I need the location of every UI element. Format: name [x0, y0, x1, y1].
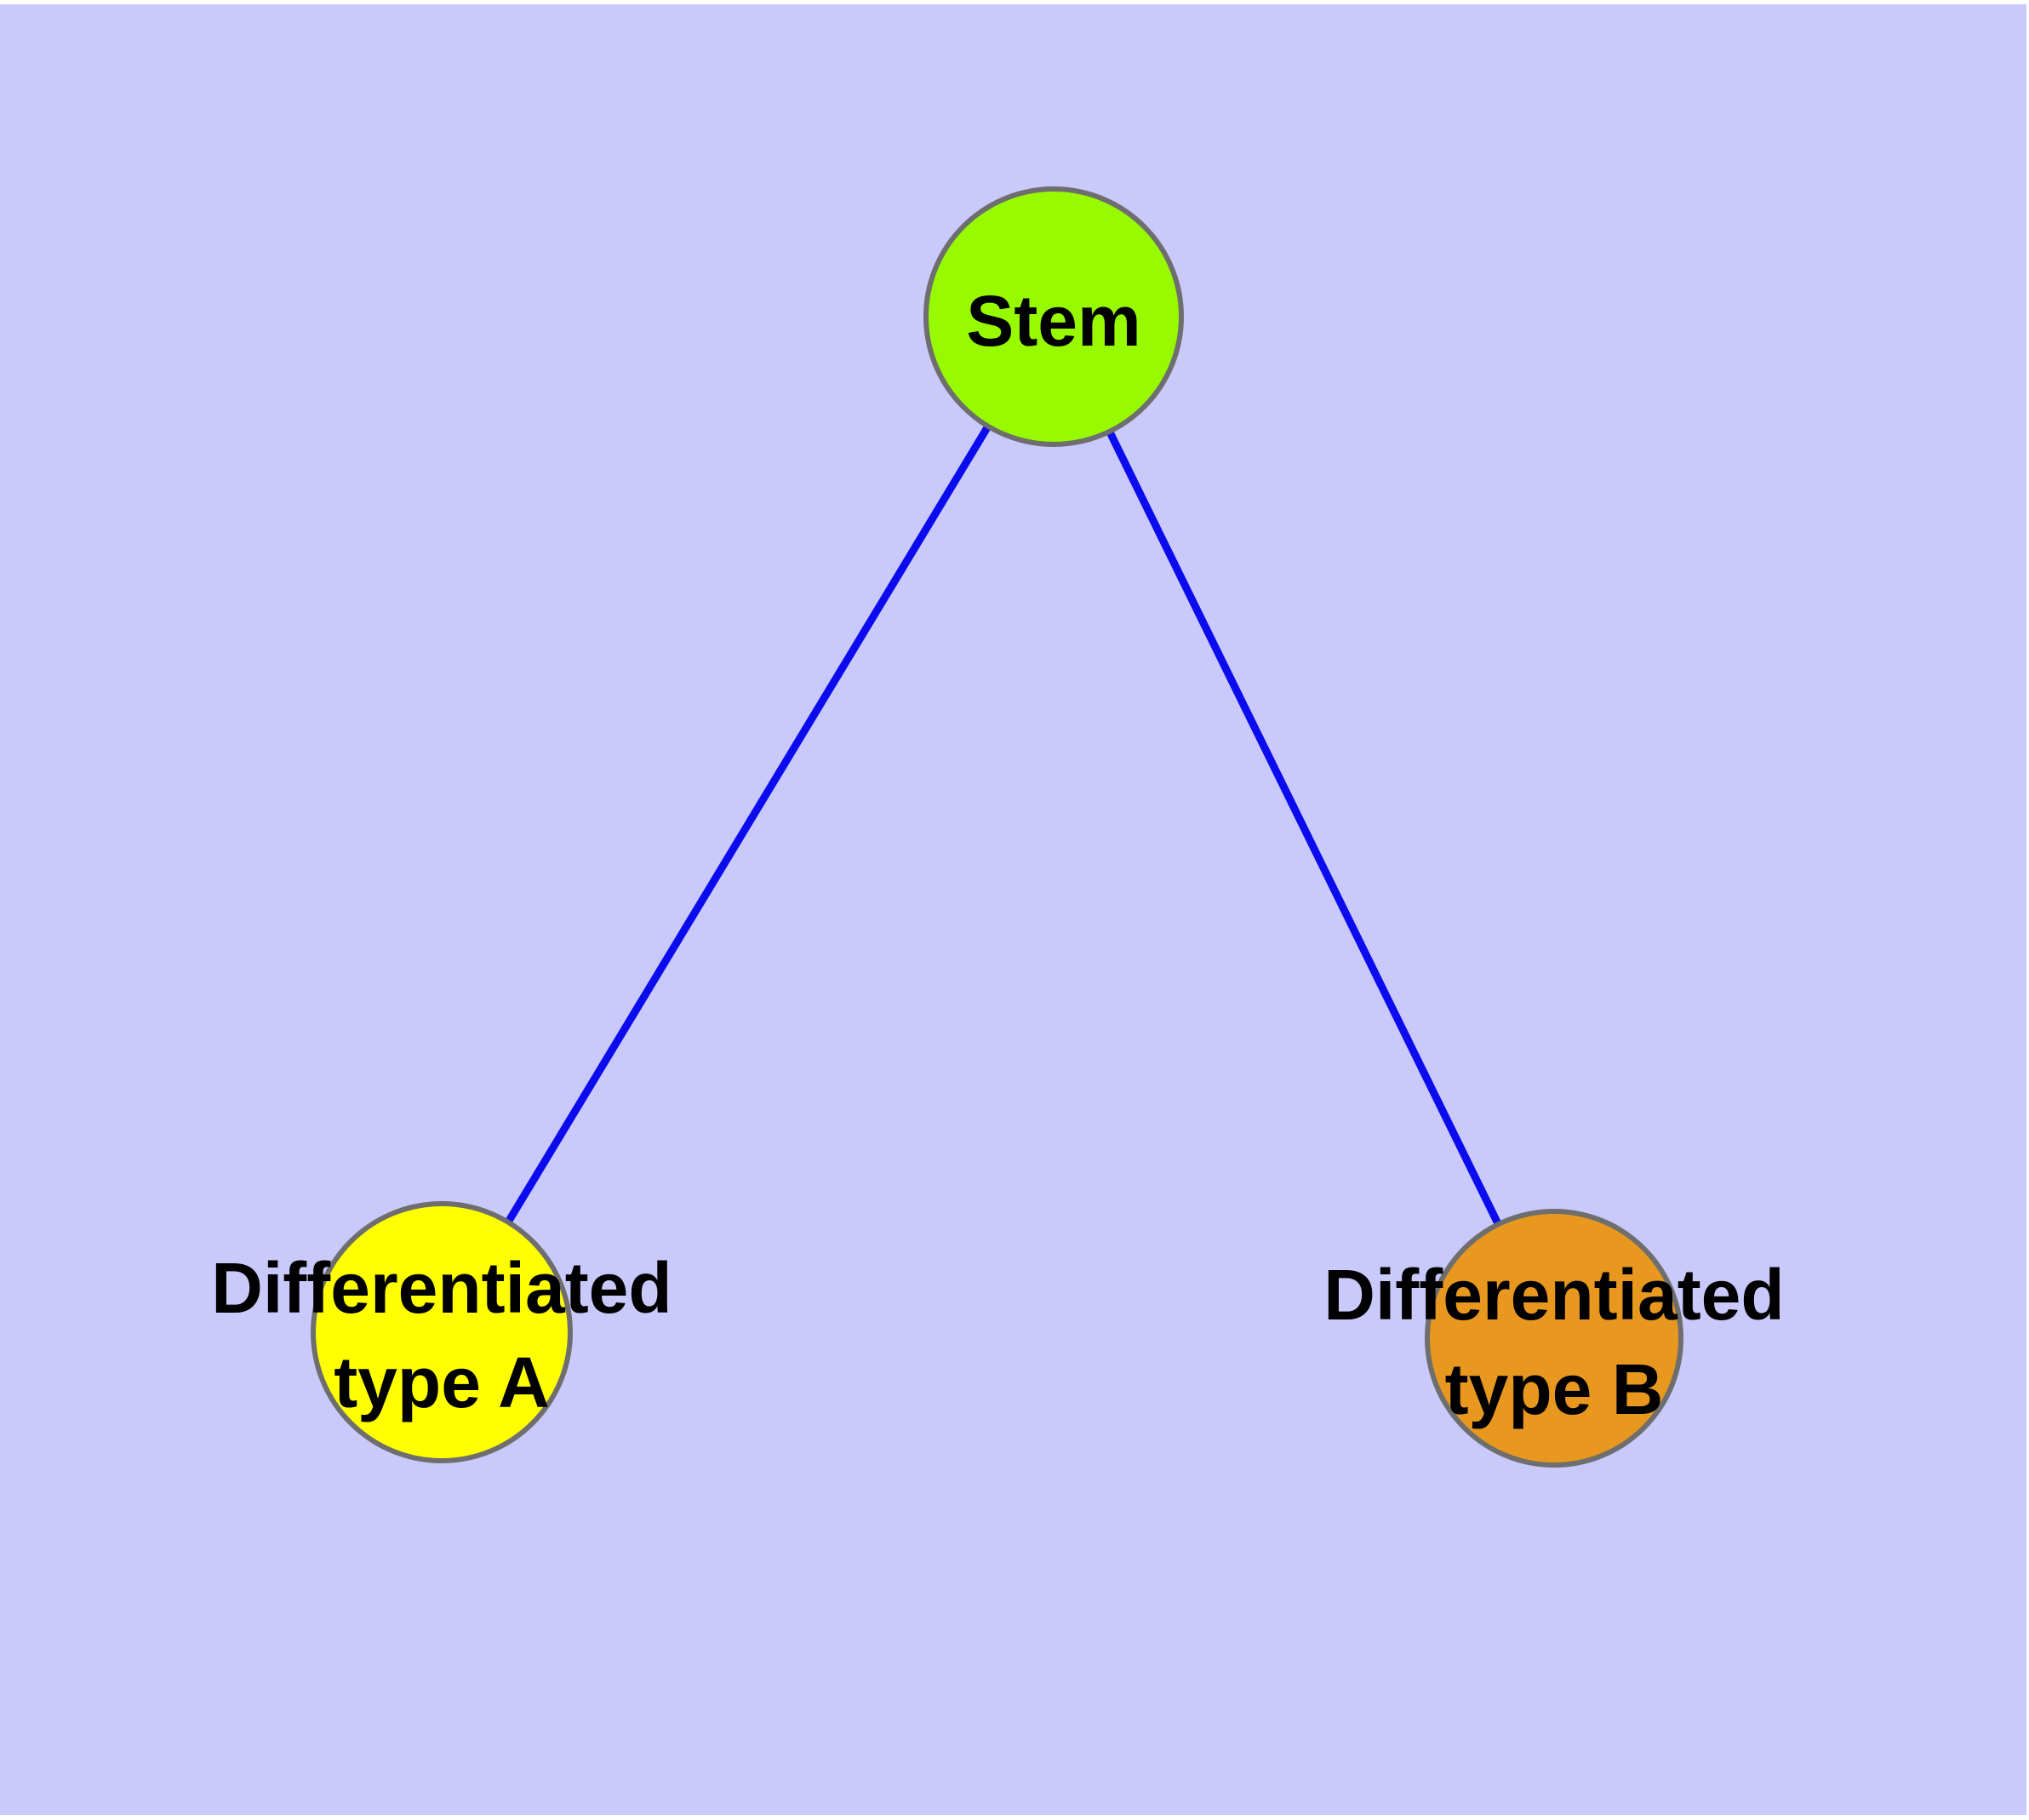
differentiated-type-b-node: [1425, 1209, 1683, 1468]
differentiated-type-a-node: [311, 1201, 573, 1463]
differentiated-type-b-label-line2: type B: [1445, 1349, 1664, 1429]
differentiated-type-b-label-line1: Differentiated: [1323, 1255, 1784, 1335]
differentiated-type-a-label-line1: Differentiated: [211, 1248, 672, 1328]
graph-nodes: [311, 186, 1683, 1468]
graph-node-labels: Stem Differentiated type A Differentiate…: [211, 281, 1784, 1429]
stem-node-label: Stem: [966, 281, 1140, 361]
edge-stem-to-type-b: [1049, 316, 1558, 1340]
graph-edges: [438, 315, 1558, 1340]
differentiated-type-a-label-line2: type A: [334, 1342, 550, 1422]
stem-node: [923, 186, 1184, 447]
edge-stem-to-type-a: [438, 315, 1057, 1335]
